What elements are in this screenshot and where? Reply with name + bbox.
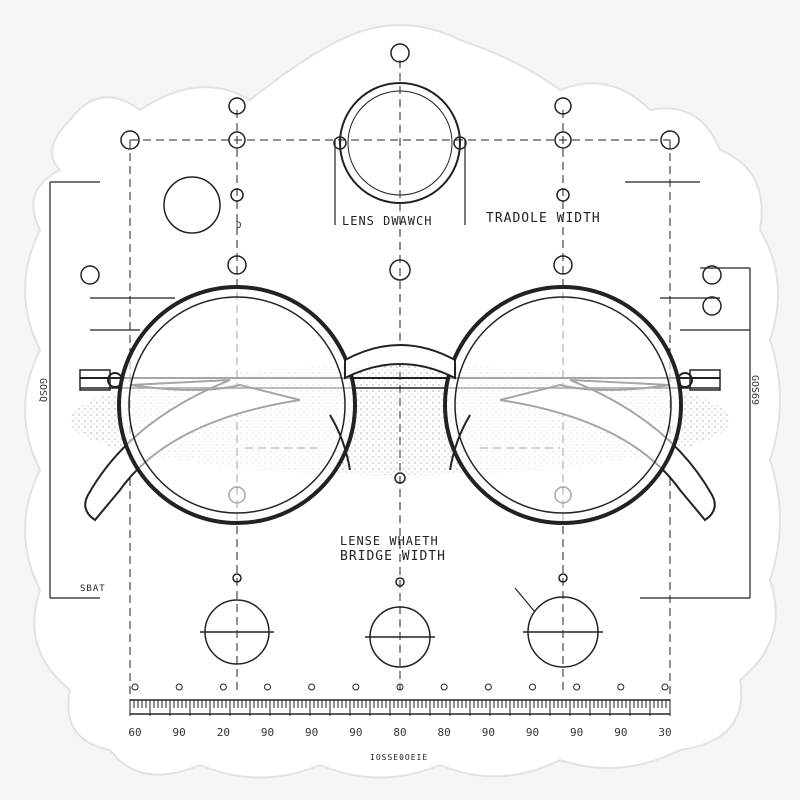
ruler-tick-label: 90 — [526, 726, 539, 739]
right-hinge — [677, 372, 693, 388]
ruler-marker — [131, 683, 139, 691]
ruler-tick-label: 80 — [393, 726, 406, 739]
label-side-right: GOS69 — [749, 375, 760, 405]
ruler — [129, 699, 671, 716]
right-lens-frame — [443, 285, 683, 525]
ruler-tick-label: 80 — [438, 726, 451, 739]
ruler-marker — [264, 683, 271, 691]
ruler-tick-label: 90 — [173, 726, 186, 739]
left-hinge — [107, 372, 123, 388]
label-side-left: GOSQ — [37, 378, 48, 402]
label-lens-width: LENSE WHAETH — [340, 534, 439, 548]
ruler-marker — [573, 683, 581, 691]
label-temple-width: TRADOLE WIDTH — [486, 211, 601, 226]
ruler-marker — [308, 683, 316, 691]
ruler-marker — [352, 683, 360, 691]
ruler-labels: 60 90 20 90 90 90 80 80 90 90 90 90 30 — [128, 683, 672, 739]
ruler-tick-label: 30 — [658, 726, 671, 739]
reference-circle — [163, 176, 221, 234]
left-lens-frame — [117, 285, 357, 525]
ruler-tick-label: 90 — [570, 726, 583, 739]
label-bridge-width: BRIDGE WIDTH — [340, 549, 446, 564]
label-lens-diameter: LENS DWAWCH — [342, 214, 432, 228]
dimension-lines — [49, 140, 751, 613]
ruler-tick-label: 20 — [217, 726, 230, 739]
bottom-lens-circles — [200, 596, 603, 668]
ruler-marker — [440, 683, 448, 691]
ruler-tick-label: 90 — [349, 726, 362, 739]
ruler-marker — [661, 683, 669, 691]
ruler-marker — [175, 683, 183, 691]
ruler-tick-label: 90 — [261, 726, 274, 739]
ruler-marker — [396, 683, 404, 691]
ruler-marker — [219, 683, 227, 691]
ruler-tick-label: 90 — [614, 726, 627, 739]
lens-diameter-detail — [333, 43, 467, 204]
ruler-tick-label: 90 — [305, 726, 318, 739]
label-bottom-left: SBAT — [80, 584, 106, 594]
ruler-tick-label: 60 — [128, 726, 141, 739]
ruler-tick-label: 90 — [482, 726, 495, 739]
bridge — [344, 344, 456, 380]
ruler-marker — [617, 683, 625, 691]
label-scale-caption: IOSSE0OEIE — [370, 753, 428, 762]
ruler-marker — [484, 683, 492, 691]
ruler-marker — [529, 683, 536, 691]
label-left-fragment: D — [236, 221, 242, 231]
